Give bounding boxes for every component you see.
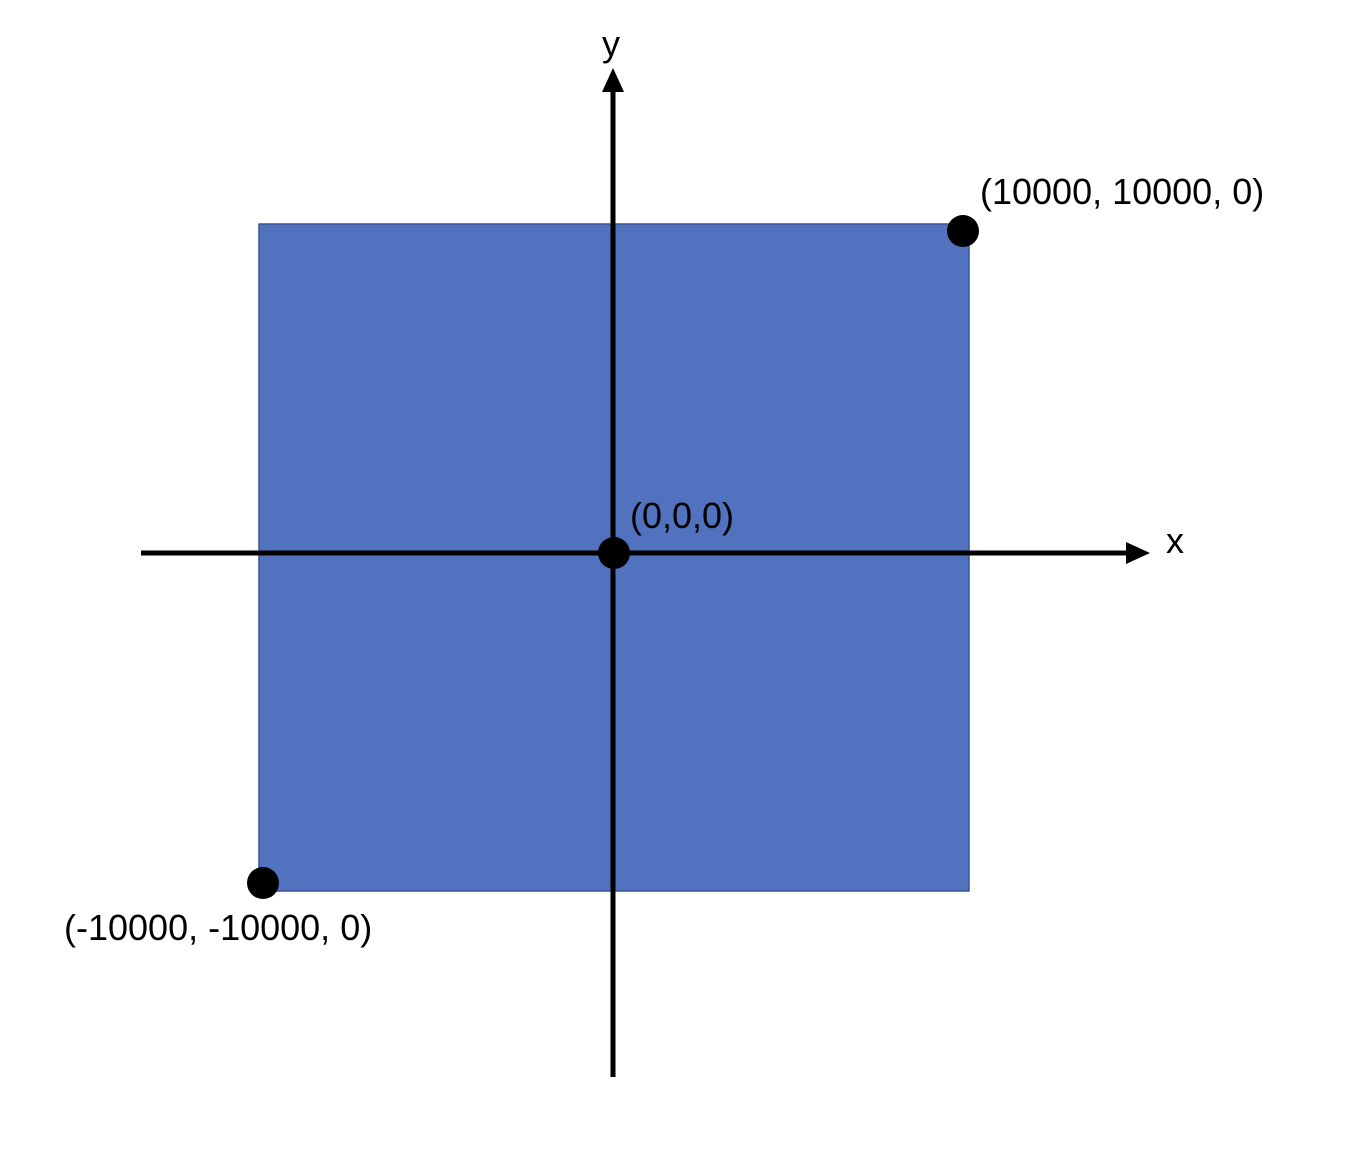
point-bottom-left — [247, 867, 279, 899]
y-axis-label: y — [602, 23, 620, 64]
point-bottom-left-label: (-10000, -10000, 0) — [64, 907, 372, 948]
point-top-right — [947, 215, 979, 247]
y-axis-arrow-icon — [602, 68, 624, 92]
point-origin-label: (0,0,0) — [630, 495, 734, 536]
x-axis-arrow-icon — [1126, 542, 1150, 564]
x-axis-label: x — [1166, 520, 1184, 561]
point-top-right-label: (10000, 10000, 0) — [980, 171, 1264, 212]
point-origin — [598, 537, 630, 569]
